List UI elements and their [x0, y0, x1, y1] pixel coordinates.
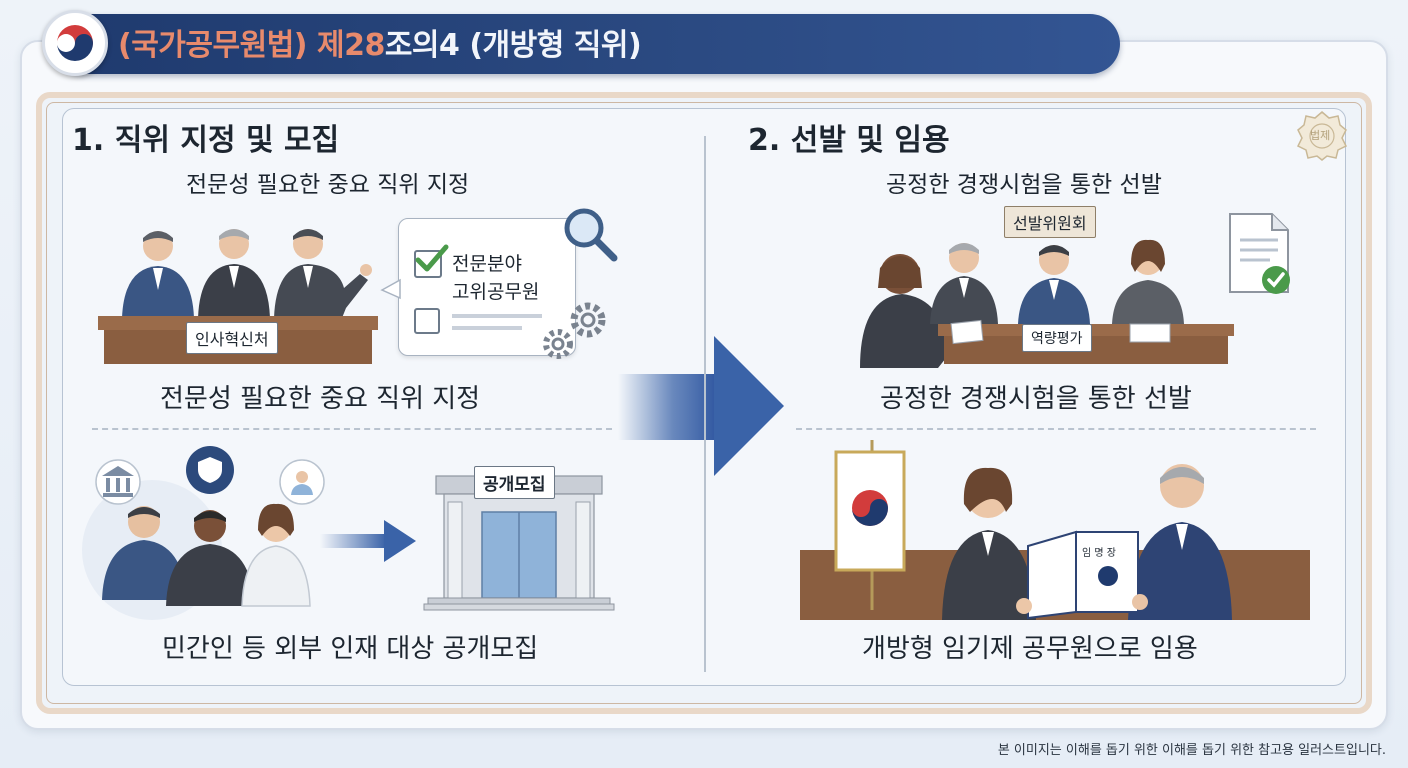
footer-note: 본 이미지는 이해를 돕기 위한 이해를 돕기 위한 참고용 일러스트입니다.	[997, 743, 1386, 758]
placeholder-line	[452, 326, 522, 330]
table-sign: 역량평가	[1022, 324, 1092, 352]
right-caption-bottom: 개방형 임기제 공무원으로 임용	[862, 634, 1198, 664]
building-illustration	[423, 475, 615, 611]
seal-text: 법제	[1310, 129, 1331, 142]
candidates-illustration	[82, 446, 325, 620]
shield-icon	[198, 457, 222, 483]
desk-sign: 인사혁신처	[186, 322, 278, 354]
appointment-illustration	[800, 440, 1310, 620]
emblem-icon	[42, 10, 108, 76]
checkbox-empty-icon	[414, 308, 440, 334]
right-caption-top: 공정한 경쟁시험을 통한 선발	[880, 384, 1192, 414]
magnifier-icon	[564, 208, 618, 262]
building-sign: 공개모집	[474, 466, 555, 499]
gear-icon	[543, 302, 606, 359]
checklist-card	[398, 218, 576, 356]
seal-icon: 법제	[1296, 110, 1348, 162]
check-mark-icon	[415, 244, 449, 272]
bubble-tail	[380, 278, 401, 300]
checklist-item: 전문분야	[452, 253, 522, 275]
certificate-title: 임 명 장	[1082, 548, 1116, 559]
checklist-labels: 전문분야 고위공무원	[452, 250, 539, 306]
left-subtitle: 전문성 필요한 중요 직위 지정	[186, 172, 470, 198]
bank-icon	[102, 466, 134, 497]
section-divider	[704, 136, 706, 672]
arrow-right-icon	[618, 336, 784, 476]
title-rest: 조의4 (개방형 직위)	[384, 28, 642, 63]
title-accent: (국가공무원법) 제28	[118, 28, 385, 63]
page-title: (국가공무원법) 제28조의4 (개방형 직위)	[118, 20, 642, 64]
right-subtitle: 공정한 경쟁시험을 통한 선발	[886, 172, 1162, 198]
right-divider	[796, 428, 1316, 430]
header-bar	[56, 14, 1120, 74]
placeholder-line	[452, 314, 542, 318]
left-divider	[92, 428, 612, 430]
document-icon	[1229, 213, 1290, 294]
doctor-icon	[291, 471, 313, 495]
right-section-title: 2. 선발 및 임용	[748, 123, 950, 158]
left-caption-bottom: 민간인 등 외부 인재 대상 공개모집	[162, 634, 539, 664]
left-caption-top: 전문성 필요한 중요 직위 지정	[160, 384, 481, 414]
committee-sign: 선발위원회	[1004, 206, 1096, 238]
left-section-title: 1. 직위 지정 및 모집	[72, 123, 340, 158]
checklist-item: 고위공무원	[452, 281, 540, 303]
arrow-right-icon	[320, 520, 416, 562]
decorative-frame-inner	[46, 102, 1362, 704]
